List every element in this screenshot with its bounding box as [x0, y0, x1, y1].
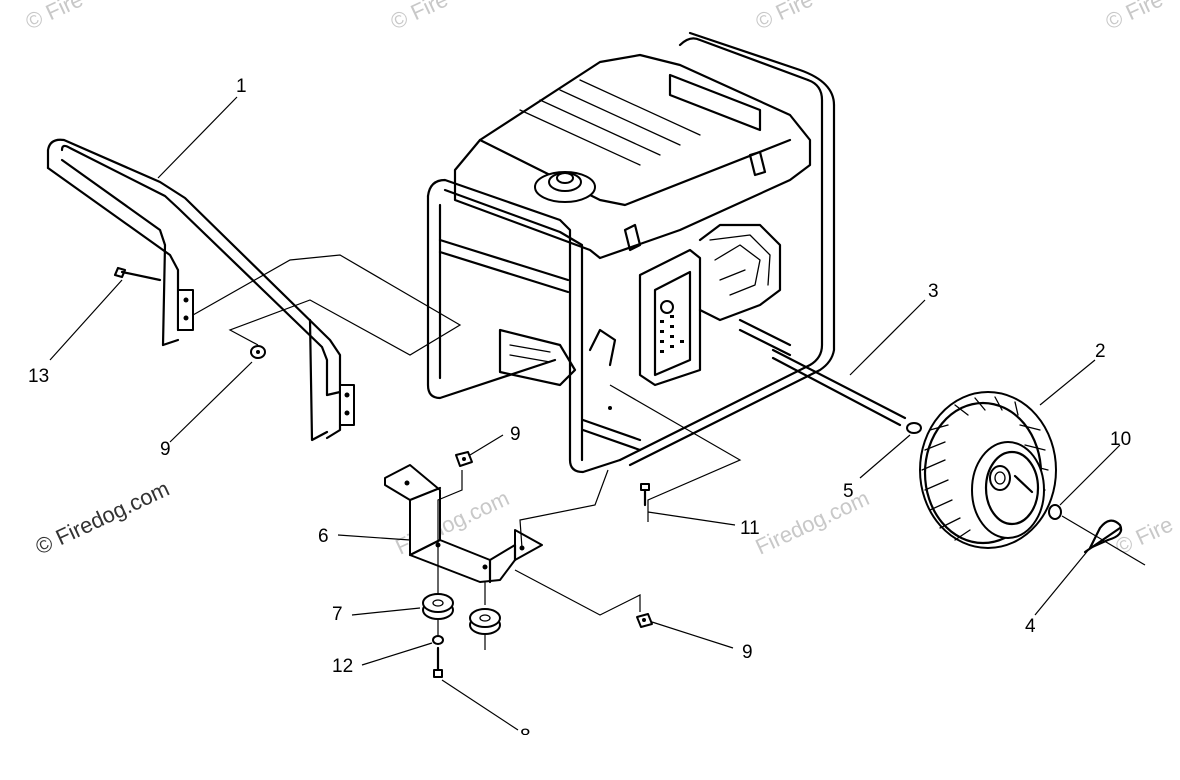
bracket-leader-right: [519, 469, 609, 549]
callout-12: 12: [332, 656, 353, 677]
callout-1: 1: [236, 76, 247, 97]
rubber-mount-right: [469, 608, 501, 635]
handle-nut: [250, 345, 266, 359]
callout-5: 5: [843, 481, 854, 502]
hairpin-clip: [1083, 519, 1123, 554]
frame-leader: [609, 384, 742, 522]
wheel: [919, 391, 1057, 549]
frame-bolt: [640, 483, 650, 507]
fuel-tank: [453, 53, 812, 260]
bracket-nut: [455, 451, 473, 467]
callout-6: 6: [318, 526, 329, 547]
washer: [1048, 504, 1062, 520]
mount-bolt: [433, 646, 443, 678]
callout-3: 3: [928, 281, 939, 302]
bracket-leader-bottom: [514, 569, 641, 616]
watermark-top-far-right: © Fire: [1102, 0, 1167, 35]
axle: [771, 348, 922, 434]
handle-bolt: [113, 266, 162, 282]
lock-washer: [432, 635, 444, 645]
watermark-main: © Firedog.com: [32, 476, 174, 560]
callout-13: 13: [28, 366, 49, 387]
callout-10: 10: [1110, 429, 1131, 450]
mounting-bracket: [384, 464, 543, 584]
callout-9-bracket: 9: [510, 424, 521, 445]
bottom-crop: [0, 735, 1180, 780]
callout-2: 2: [1095, 341, 1106, 362]
watermark-center-right: Firedog.com: [752, 485, 873, 559]
generator-frame: [426, 31, 836, 474]
callout-9-bottom: 9: [742, 642, 753, 663]
watermark-top-left: © Fire: [22, 0, 87, 35]
callout-4: 4: [1025, 616, 1036, 637]
watermark-top-mid: © Fire: [387, 0, 452, 35]
callout-7: 7: [332, 604, 343, 625]
callout-9-handle: 9: [160, 439, 171, 460]
bottom-nut: [636, 613, 653, 628]
callout-11: 11: [740, 518, 760, 539]
callout-leaders: [49, 96, 1121, 731]
bracket-leader-nut: [437, 470, 463, 600]
handle-leader: [192, 254, 462, 356]
rubber-mount-left: [422, 593, 454, 620]
engine: [498, 223, 782, 410]
callout-labels: 1 2 3 4 5 6 7 8 9 9 9 10 11 12 13: [28, 76, 1131, 747]
watermark-right: © Fire: [1112, 511, 1177, 559]
watermark-top-right: © Fire: [752, 0, 817, 35]
handle-assembly: [46, 138, 355, 442]
